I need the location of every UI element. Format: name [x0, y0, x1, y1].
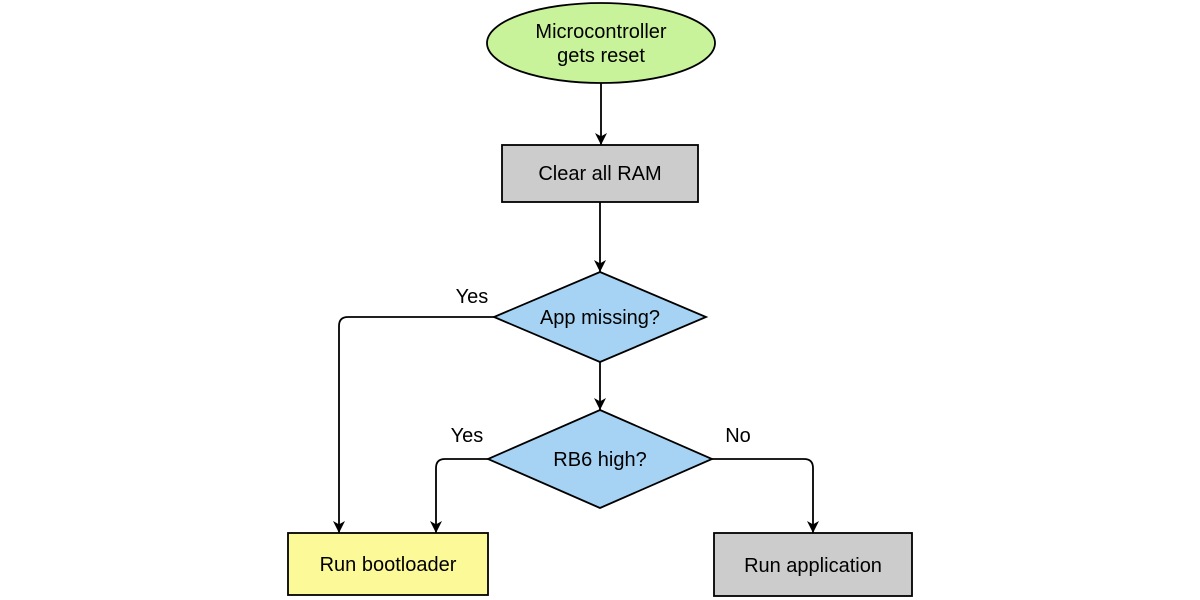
start-ellipse	[486, 2, 716, 84]
edge-label-rb6-no: No	[725, 425, 751, 447]
run-bootloader-rect	[287, 532, 489, 596]
run-application-label: Run application	[744, 555, 882, 577]
edge-rb6-no-to-application	[712, 458, 819, 533]
edge-label-app-missing-yes: Yes	[456, 286, 489, 308]
start-label-line1: Microcontroller	[535, 21, 666, 43]
app-missing-label: App missing?	[540, 307, 660, 329]
node-run-bootloader: Run bootloader	[287, 532, 489, 596]
clear-ram-rect	[501, 144, 699, 203]
edge-label-rb6-yes: Yes	[451, 425, 484, 447]
start-label-line2: gets reset	[557, 45, 645, 67]
rb6-high-diamond	[485, 409, 715, 509]
app-missing-diamond	[491, 271, 709, 363]
rb6-high-label: RB6 high?	[553, 449, 646, 471]
node-rb6-high: RB6 high?	[485, 409, 715, 509]
clear-ram-label: Clear all RAM	[538, 163, 661, 185]
run-bootloader-label: Run bootloader	[320, 554, 457, 576]
run-application-rect	[713, 532, 913, 597]
edge-app-missing-yes-to-bootloader	[333, 316, 494, 533]
node-run-application: Run application	[713, 532, 913, 597]
node-app-missing: App missing?	[491, 271, 709, 363]
node-start: Microcontroller gets reset	[486, 2, 716, 84]
edge-rb6-yes-to-bootloader	[430, 458, 488, 533]
node-clear-ram: Clear all RAM	[501, 144, 699, 203]
